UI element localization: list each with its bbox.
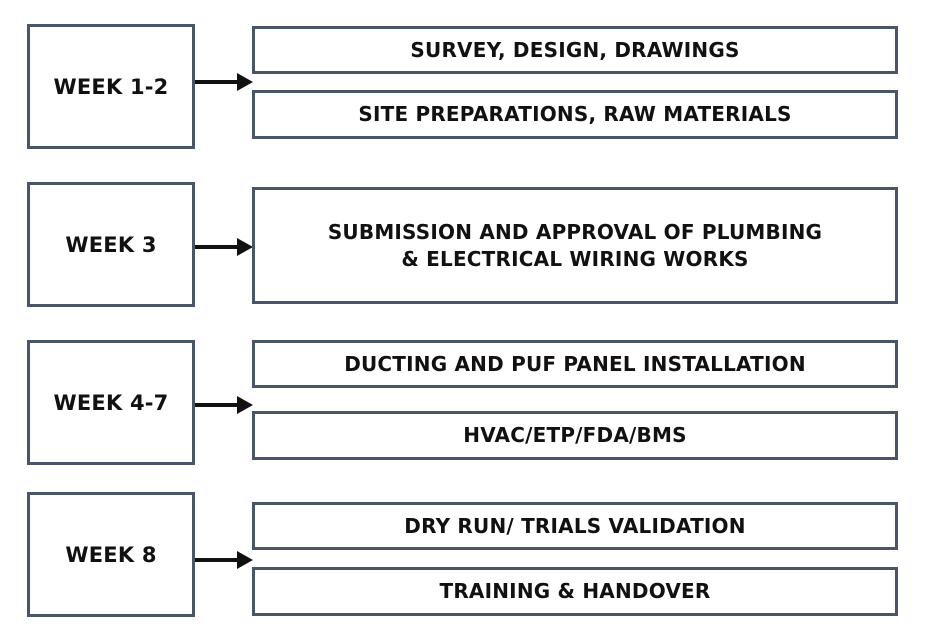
- week-box-2: WEEK 3: [27, 182, 195, 307]
- task-label-3-2: HVAC/ETP/FDA/BMS: [463, 423, 687, 447]
- week-label-2: WEEK 3: [65, 232, 157, 257]
- task-box-4-1: DRY RUN/ TRIALS VALIDATION: [252, 502, 898, 550]
- task-box-1-2: SITE PREPARATIONS, RAW MATERIALS: [252, 90, 898, 139]
- week-label-1: WEEK 1-2: [53, 74, 169, 99]
- task-box-1-1: SURVEY, DESIGN, DRAWINGS: [252, 26, 898, 74]
- task-label-4-1: DRY RUN/ TRIALS VALIDATION: [404, 513, 746, 538]
- task-label-3-1: DUCTING AND PUF PANEL INSTALLATION: [344, 351, 806, 376]
- week-box-1: WEEK 1-2: [27, 24, 195, 149]
- task-label-2-1: SUBMISSION AND APPROVAL OF PLUMBING & EL…: [327, 219, 823, 271]
- task-box-3-1: DUCTING AND PUF PANEL INSTALLATION: [252, 340, 898, 388]
- task-box-4-2: TRAINING & HANDOVER: [252, 567, 898, 616]
- task-label-4-2: TRAINING & HANDOVER: [439, 579, 711, 603]
- week-box-3: WEEK 4-7: [27, 340, 195, 465]
- task-label-1-2: SITE PREPARATIONS, RAW MATERIALS: [358, 102, 792, 126]
- task-box-2-1: SUBMISSION AND APPROVAL OF PLUMBING & EL…: [252, 187, 898, 304]
- week-box-4: WEEK 8: [27, 492, 195, 617]
- week-label-3: WEEK 4-7: [53, 390, 169, 415]
- task-box-3-2: HVAC/ETP/FDA/BMS: [252, 411, 898, 460]
- week-label-4: WEEK 8: [65, 542, 157, 567]
- task-label-1-1: SURVEY, DESIGN, DRAWINGS: [410, 37, 740, 62]
